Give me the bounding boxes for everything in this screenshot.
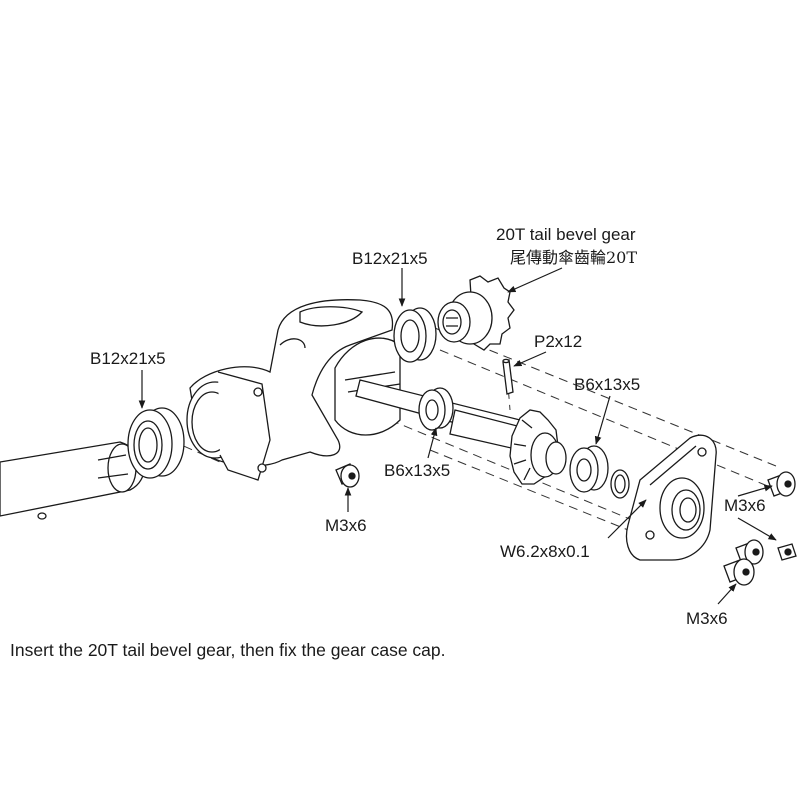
leader-arrows	[138, 267, 777, 605]
label-bearing-top: B12x21x5	[352, 249, 428, 268]
washer-w6	[610, 469, 630, 499]
screw-right-bottom	[723, 558, 755, 586]
label-bearing-right: B6x13x5	[574, 375, 641, 394]
gear-case-cap	[625, 434, 717, 561]
label-screw-left: M3x6	[325, 516, 367, 535]
screw-left-m3x6	[335, 463, 360, 488]
tail-boom	[0, 441, 145, 520]
bearing-center-b6	[418, 387, 454, 431]
label-screw-right-bottom: M3x6	[686, 609, 728, 628]
label-bevel-gear-cn: 尾傳動傘齒輪20T	[510, 248, 638, 267]
instruction-caption: Insert the 20T tail bevel gear, then fix…	[10, 640, 446, 660]
label-bearing-left: B12x21x5	[90, 349, 166, 368]
label-pin: P2x12	[534, 332, 583, 351]
screw-right-top	[767, 471, 796, 497]
tail-gearbox-housing	[186, 299, 401, 481]
large-bevel-gear	[509, 409, 567, 485]
screw-right-small	[777, 543, 797, 561]
label-washer: W6.2x8x0.1	[500, 542, 590, 561]
bearing-top-b12	[393, 307, 437, 363]
bearing-left-b12	[127, 407, 185, 479]
label-screw-right-top: M3x6	[724, 496, 766, 515]
bevel-gear-20t	[437, 275, 515, 351]
bearing-right-b6	[569, 445, 609, 493]
screw-right-mid	[735, 539, 764, 565]
pin-p2x12	[502, 358, 514, 395]
label-bevel-gear-en: 20T tail bevel gear	[496, 225, 636, 244]
label-bearing-center: B6x13x5	[384, 461, 451, 480]
